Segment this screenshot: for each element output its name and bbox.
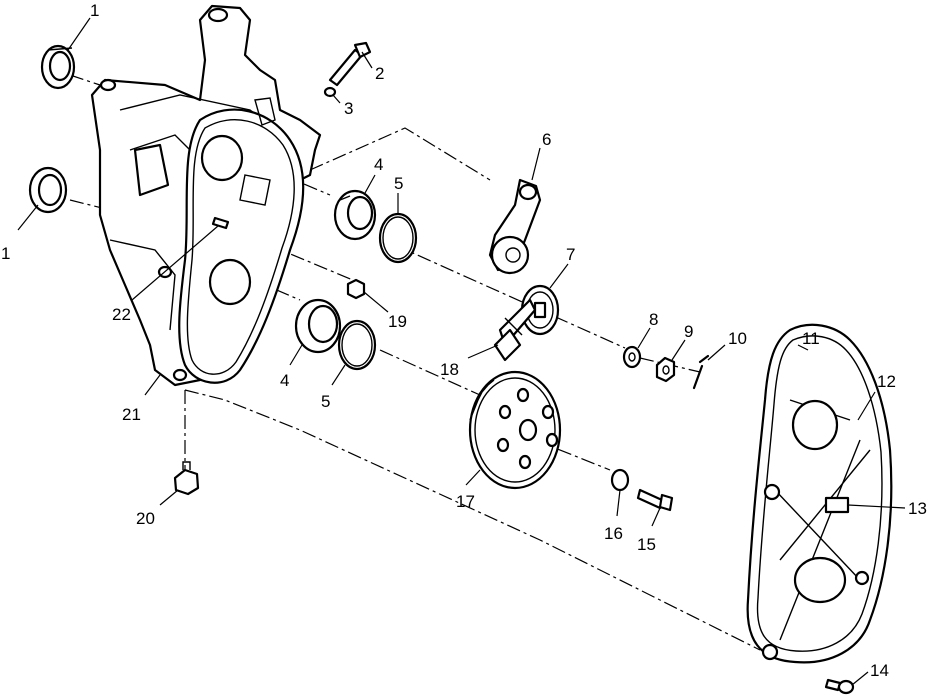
- callout-13: 13: [908, 499, 927, 518]
- callout-7: 7: [566, 245, 575, 264]
- callout-10: 10: [728, 329, 747, 348]
- callout-1-lower: 1: [1, 244, 10, 263]
- seal-lower: [28, 166, 68, 214]
- cotter-pin-10: [692, 354, 710, 390]
- drive-chain: [493, 298, 537, 362]
- washer-16: [610, 468, 630, 492]
- callout-8: 8: [649, 310, 658, 329]
- callout-11: 11: [802, 329, 820, 348]
- callout-18: 18: [440, 360, 459, 379]
- callout-15: 15: [637, 535, 656, 554]
- bolt-15: [636, 488, 674, 512]
- callout-20: 20: [136, 509, 155, 528]
- callout-4-lower: 4: [280, 371, 289, 390]
- callout-1-upper: 1: [90, 1, 99, 20]
- drain-plug: [173, 461, 200, 496]
- sprocket-large: [468, 370, 562, 490]
- callout-17: 17: [456, 492, 475, 511]
- washer-8: [622, 345, 642, 369]
- callout-5-upper: 5: [394, 174, 403, 193]
- nut-9: [655, 356, 676, 383]
- callout-19: 19: [388, 312, 407, 331]
- seal-upper: [40, 44, 76, 90]
- callout-2: 2: [375, 64, 384, 83]
- leader-lines: [17, 17, 906, 686]
- callout-9: 9: [684, 322, 693, 341]
- callout-5-lower: 5: [321, 392, 330, 411]
- bolt-2: [328, 41, 372, 87]
- tensioner-arm: [488, 178, 542, 275]
- washer-3: [323, 86, 337, 98]
- o-ring-upper: [378, 212, 418, 264]
- chaincase-housing: [90, 4, 322, 387]
- callout-14: 14: [870, 661, 889, 680]
- callout-3: 3: [344, 99, 353, 118]
- callout-12: 12: [877, 372, 896, 391]
- bearing-upper: [333, 189, 377, 241]
- nut-19: [346, 278, 366, 300]
- chaincase-cover: [746, 323, 893, 664]
- callout-6: 6: [542, 130, 551, 149]
- bolt-14: [824, 678, 855, 695]
- bearing-lower: [294, 298, 342, 354]
- o-ring-lower: [337, 319, 377, 371]
- callout-22: 22: [112, 305, 131, 324]
- callout-labels: 1 1 2 3 4 4 5 5 6 7 8 9 10 11 12 13 14 1…: [1, 1, 927, 680]
- callout-21: 21: [122, 405, 141, 424]
- callout-16: 16: [604, 524, 623, 543]
- callout-4-upper: 4: [374, 155, 383, 174]
- stud-22: [211, 216, 230, 230]
- sprocket-small: [520, 284, 560, 336]
